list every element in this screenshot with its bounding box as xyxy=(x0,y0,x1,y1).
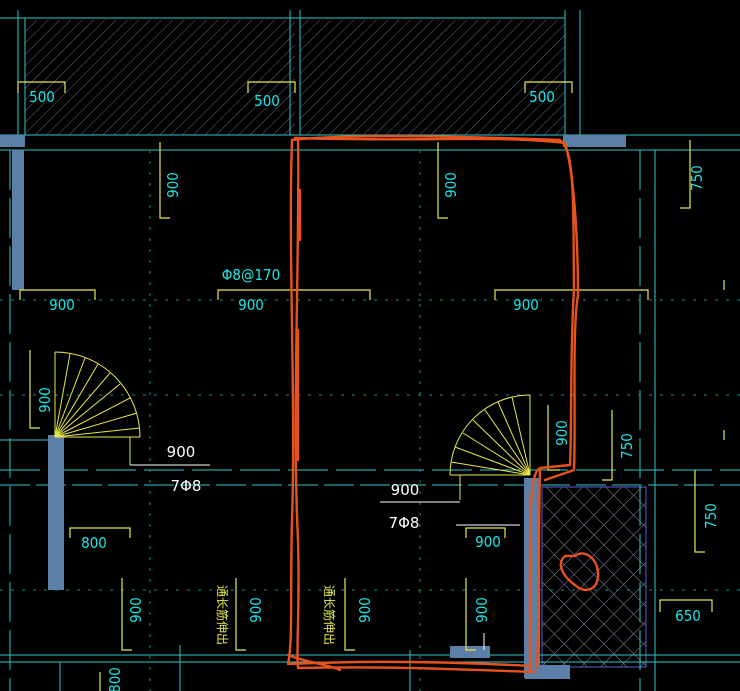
rebar-7-phi-8-right: 7Φ8 xyxy=(389,514,420,532)
dim-800-horizontal: 800 xyxy=(81,534,107,552)
dim-900-door-right-vertical: 900 xyxy=(553,420,571,446)
dim-900-vertical-b: 900 xyxy=(442,172,460,198)
dim-900-door-right-horizontal: 900 xyxy=(391,481,420,499)
door-arc-left xyxy=(54,351,210,466)
hand-drawn-markup-outline xyxy=(286,134,600,674)
dim-900-door-left-vertical: 900 xyxy=(36,387,54,413)
dim-500-top-mid: 500 xyxy=(254,92,280,110)
dim-900-horizontal-left: 900 xyxy=(49,296,75,314)
dim-750-vertical-top: 750 xyxy=(688,165,706,191)
dim-900-vertical-bottom-1: 900 xyxy=(127,597,145,623)
crosshatch-region xyxy=(541,486,647,668)
dim-800-vertical-bottom: 800 xyxy=(106,667,124,691)
dim-900-vertical-bottom-2: 900 xyxy=(247,597,265,623)
dim-650-horizontal: 650 xyxy=(675,607,701,625)
vertical-note-left: 通长筋伸出 xyxy=(215,585,230,645)
vertical-note-right: 通长筋伸出 xyxy=(322,585,337,645)
dim-500-top-left: 500 xyxy=(29,88,55,106)
door-arc-right xyxy=(380,394,531,526)
walls xyxy=(0,135,626,679)
rebar-7-phi-8-left: 7Φ8 xyxy=(171,477,202,495)
dim-900-door-left-horizontal: 900 xyxy=(167,443,196,461)
dim-750-vertical-low: 750 xyxy=(702,503,720,529)
dim-500-top-right: 500 xyxy=(529,88,555,106)
dim-900-horizontal-low: 900 xyxy=(475,533,501,551)
dim-900-horizontal-mid: 900 xyxy=(238,296,264,314)
rebar-spec-label: Φ8@170 xyxy=(222,266,280,284)
dim-900-vertical-bottom-4: 900 xyxy=(473,597,491,623)
dim-900-vertical-bottom-3: 900 xyxy=(356,597,374,623)
dim-900-vertical-a: 900 xyxy=(164,172,182,198)
dimension-brackets xyxy=(17,81,725,691)
dim-900-horizontal-right: 900 xyxy=(513,296,539,314)
top-slab-hatch xyxy=(25,20,565,135)
axis-lines xyxy=(0,10,740,691)
dim-750-vertical-mid: 750 xyxy=(618,433,636,459)
